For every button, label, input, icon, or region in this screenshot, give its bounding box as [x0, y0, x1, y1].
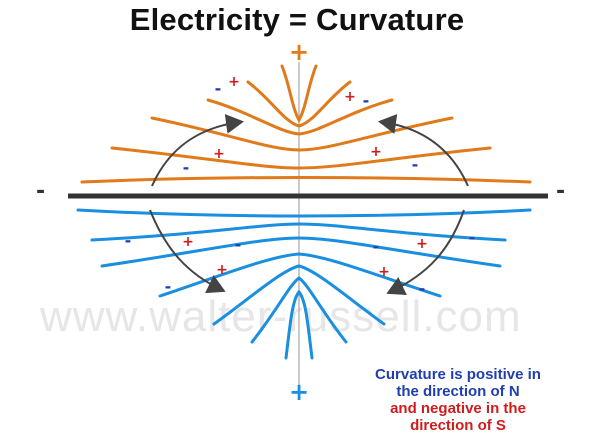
minus-sign: -	[419, 279, 426, 298]
minus-sign: -	[165, 277, 172, 296]
arrow-lower-left	[149, 209, 226, 294]
lower-field-lines	[76, 208, 532, 360]
plus-sign: +	[378, 264, 390, 280]
plus-markers: + + + + + + + +	[182, 74, 428, 280]
minus-sign: -	[125, 231, 132, 250]
minus-sign: -	[183, 158, 190, 177]
curvature-caption: Curvature is positive in the direction o…	[338, 366, 578, 434]
right-pole-sign: -	[556, 179, 566, 204]
lower-line-1	[76, 208, 532, 218]
upper-line-6	[280, 64, 318, 123]
plus-sign: +	[416, 236, 428, 252]
lower-line-3	[100, 236, 502, 268]
plus-sign: +	[216, 262, 228, 278]
minus-sign: -	[215, 79, 222, 98]
caption-line-4: direction of S	[410, 417, 506, 434]
minus-sign: -	[469, 228, 476, 247]
lower-line-4	[158, 252, 442, 298]
upper-line-2	[110, 146, 492, 170]
minus-sign: -	[373, 237, 380, 256]
caption-line-1: Curvature is positive in	[375, 366, 541, 383]
lower-line-5	[212, 264, 386, 326]
diagram-title: Electricity = Curvature	[129, 2, 465, 37]
curvature-arrows	[149, 113, 469, 296]
plus-sign: +	[182, 234, 194, 250]
lower-line-2	[90, 222, 507, 242]
upper-line-5	[246, 80, 352, 128]
plus-sign: +	[344, 89, 356, 105]
plus-sign: +	[370, 144, 382, 160]
minus-sign: -	[363, 91, 370, 110]
caption-line-3: and negative in the	[390, 400, 526, 417]
lower-line-6	[250, 276, 348, 344]
bottom-pole-sign: +	[289, 378, 310, 406]
minus-sign: -	[412, 155, 419, 174]
minus-sign: -	[235, 235, 242, 254]
arrow-lower-right	[386, 209, 465, 296]
plus-sign: +	[228, 74, 240, 90]
upper-line-1	[80, 176, 532, 184]
upper-line-4	[206, 98, 394, 136]
minus-markers: - - - - - - - - - -	[125, 79, 476, 298]
lower-line-7	[284, 289, 314, 360]
arrow-upper-left	[151, 113, 244, 187]
caption-line-2: the direction of N	[396, 383, 520, 400]
upper-field-lines	[80, 64, 532, 184]
left-pole-sign: -	[36, 179, 46, 204]
top-pole-sign: +	[289, 38, 310, 66]
plus-sign: +	[213, 146, 225, 162]
arrow-upper-right	[378, 114, 469, 187]
